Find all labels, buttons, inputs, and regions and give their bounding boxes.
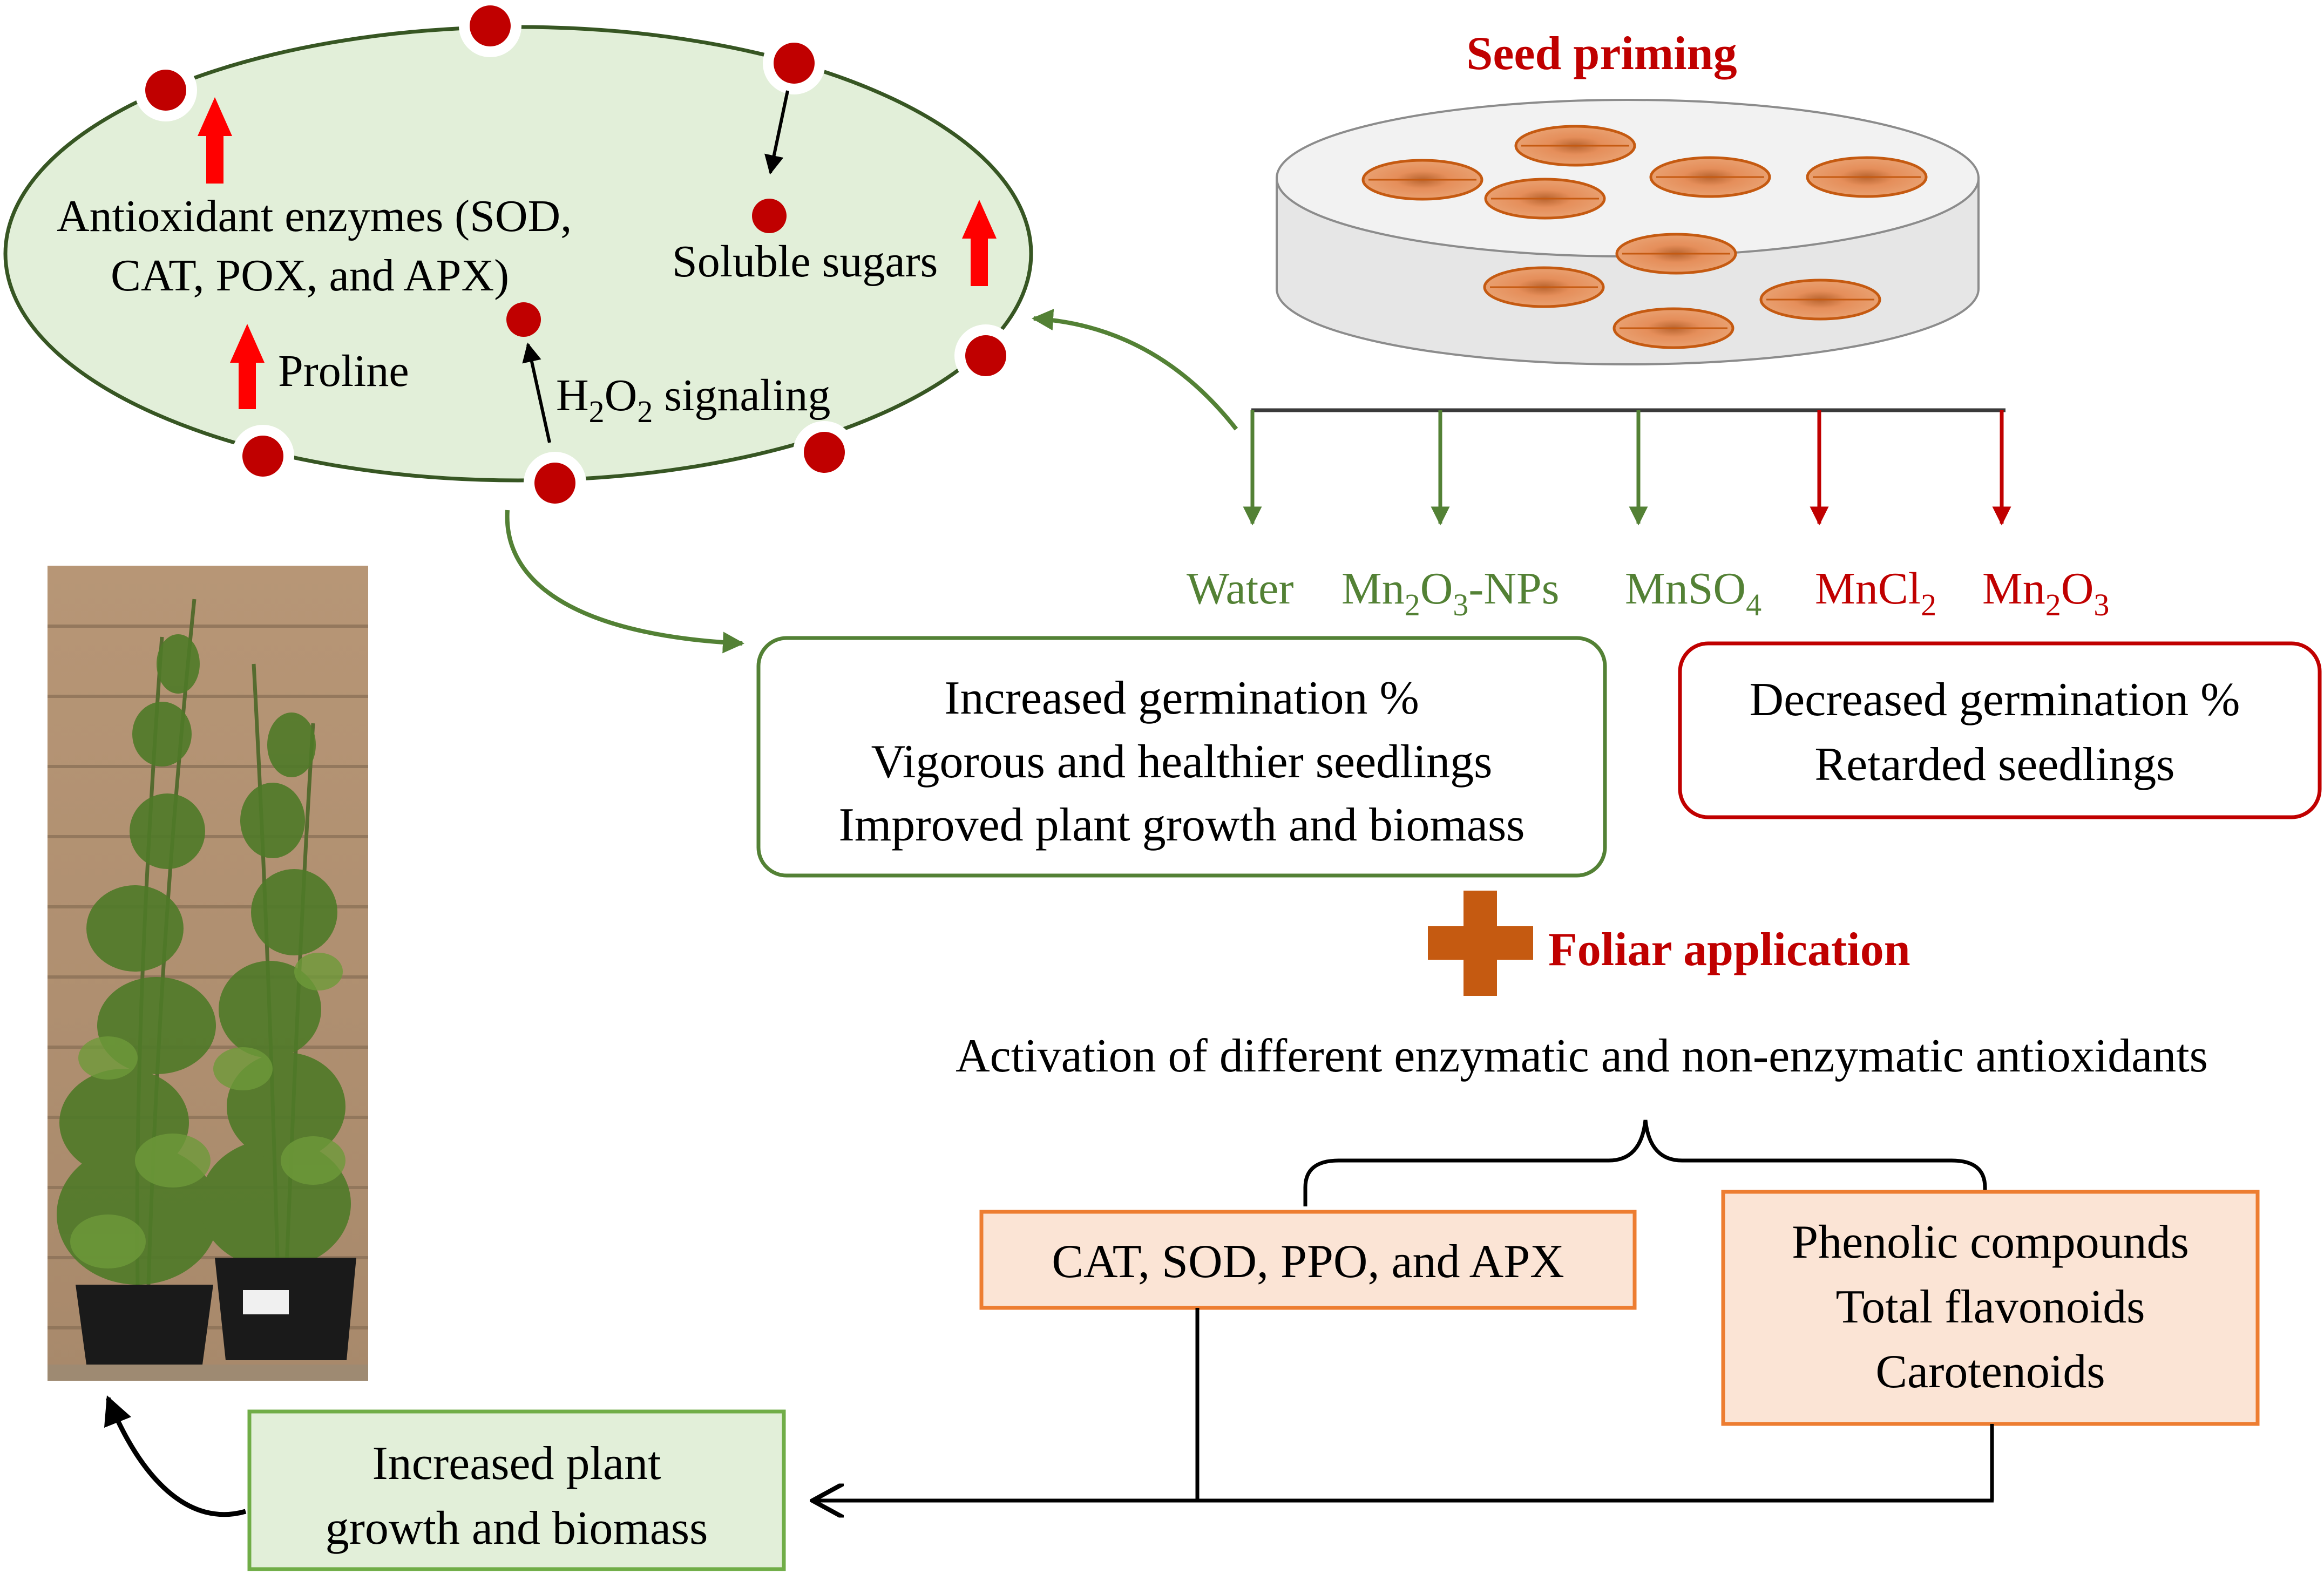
treatment-mn2o3-nps: Mn2O3-NPs <box>1341 564 1559 622</box>
positive-outcome-box: Increased germination % Vigorous and hea… <box>756 636 1607 878</box>
seeds <box>1361 125 1928 349</box>
growth-line1: Increased plant <box>372 1437 661 1490</box>
arrow-to-positive-outcome <box>505 510 744 654</box>
sugar-dot <box>752 199 787 233</box>
treatment-mncl2: MnCl2 <box>1815 564 1936 622</box>
receptor-dot <box>804 432 845 473</box>
negative-outcome-box: Decreased germination % Retarded seedlin… <box>1678 641 2322 819</box>
positive-outcome-line2: Vigorous and healthier seedlings <box>871 736 1493 788</box>
red-up-arrow-icon <box>198 97 232 184</box>
treatment-mnso4: MnSO4 <box>1625 564 1761 622</box>
soluble-sugars-label: Soluble sugars <box>672 236 938 287</box>
antioxidant-brace <box>1303 1119 1987 1206</box>
membrane-receptors <box>134 0 1017 514</box>
positive-outcome-line1: Increased germination % <box>944 672 1419 724</box>
red-up-arrow-icon <box>230 324 265 409</box>
treatment-mn2o3: Mn2O3 <box>1982 564 2109 622</box>
receptor-dot <box>534 463 575 504</box>
enzymes-label-line1: Antioxidant enzymes (SOD, <box>57 191 572 241</box>
enzymes-label-line2: CAT, POX, and APX) <box>111 250 509 301</box>
negative-outcome-line2: Retarded seedlings <box>1814 738 2174 791</box>
h2o2-label: H2O2 signaling <box>556 370 830 429</box>
cell-diagram: Antioxidant enzymes (SOD, CAT, POX, and … <box>3 0 1033 514</box>
nonenzymatic-line3: Carotenoids <box>1875 1346 2105 1398</box>
proline-label: Proline <box>278 346 409 396</box>
foliar-application-label: Foliar application <box>1548 924 1910 976</box>
arrow-to-cell <box>1032 309 1238 431</box>
activation-text: Activation of different enzymatic and no… <box>956 1030 2208 1082</box>
treatment-water: Water <box>1187 564 1293 614</box>
negative-outcome-line1: Decreased germination % <box>1750 674 2240 726</box>
enzymatic-label: CAT, SOD, PPO, and APX <box>1052 1236 1564 1288</box>
red-up-arrow-icon <box>962 200 997 286</box>
receptor-dot <box>774 43 815 84</box>
receptor-dot <box>470 5 511 46</box>
petri-dish <box>1276 99 1980 365</box>
arrow-to-plant <box>104 1395 247 1517</box>
growth-box: Increased plant growth and biomass <box>247 1409 786 1571</box>
receptor-dot <box>242 436 283 477</box>
seed-priming-title: Seed priming <box>1466 28 1737 80</box>
nonenzymatic-line1: Phenolic compounds <box>1792 1216 2189 1268</box>
receptor-dot <box>965 335 1006 376</box>
receptor-dot <box>145 70 186 111</box>
plant-photo <box>48 566 368 1381</box>
nonenzymatic-line2: Total flavonoids <box>1835 1281 2145 1333</box>
positive-outcome-line3: Improved plant growth and biomass <box>839 799 1525 851</box>
sugar-arrow <box>764 90 789 175</box>
growth-line2: growth and biomass <box>326 1502 708 1555</box>
h2o2-arrow <box>522 342 551 443</box>
h2o2-dot <box>506 302 541 337</box>
orange-plus-icon <box>1428 891 1533 996</box>
nonenzymatic-box: Phenolic compounds Total flavonoids Caro… <box>1721 1190 2260 1426</box>
enzymatic-box: CAT, SOD, PPO, and APX <box>979 1210 1637 1310</box>
convergence-connector <box>812 1308 1994 1501</box>
treatment-branches <box>1243 408 2011 526</box>
